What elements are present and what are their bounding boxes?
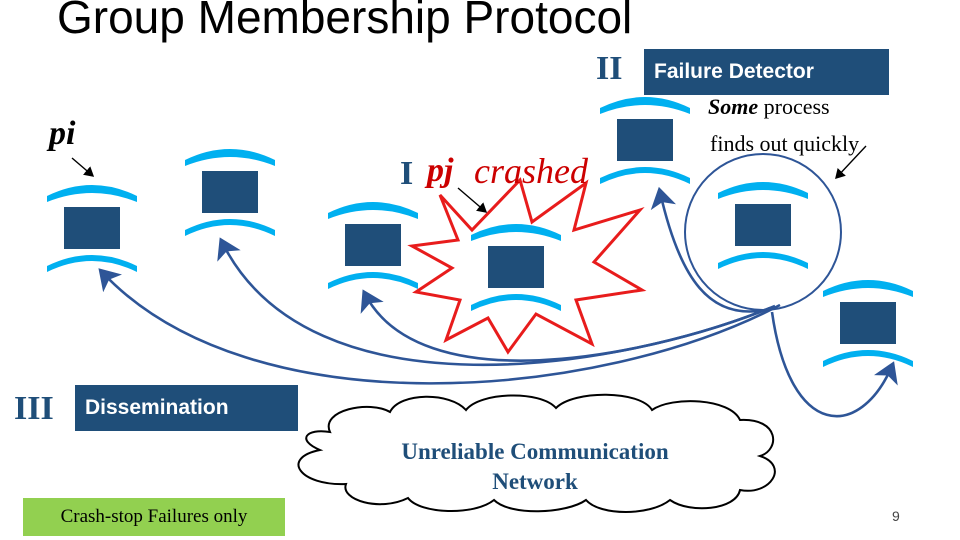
pointer-arrows — [71, 145, 867, 213]
network-line-2: Network — [492, 468, 578, 494]
some-word: Some — [708, 94, 759, 119]
step-one-label: I — [400, 155, 414, 192]
page-number: 9 — [892, 508, 900, 524]
network-label: Unreliable Communication Network — [330, 437, 740, 497]
crash-stop-note: Crash-stop Failures only — [23, 498, 285, 536]
network-line-1: Unreliable Communication — [401, 439, 669, 464]
failure-detector-tag: Failure Detector — [644, 49, 889, 95]
step-two-label: II — [596, 50, 623, 87]
process-6 — [823, 280, 913, 367]
step-three-label: III — [14, 390, 54, 427]
pi-label: pi — [49, 115, 76, 152]
process-word: process — [758, 94, 830, 119]
slide-title: Group Membership Protocol — [57, 0, 633, 43]
process-detector — [600, 97, 690, 184]
dissemination-arrows — [98, 186, 898, 418]
dissemination-tag: Dissemination — [75, 385, 298, 431]
pj-label: pj — [427, 152, 454, 189]
process-5 — [718, 182, 808, 269]
network-cloud — [297, 393, 776, 513]
some-process-note: Some process — [708, 93, 830, 121]
process-3 — [328, 202, 418, 289]
crashed-label: crashed — [474, 151, 588, 191]
process-pi — [47, 185, 137, 272]
process-2 — [185, 149, 275, 236]
finds-out-note: finds out quickly — [710, 131, 860, 156]
